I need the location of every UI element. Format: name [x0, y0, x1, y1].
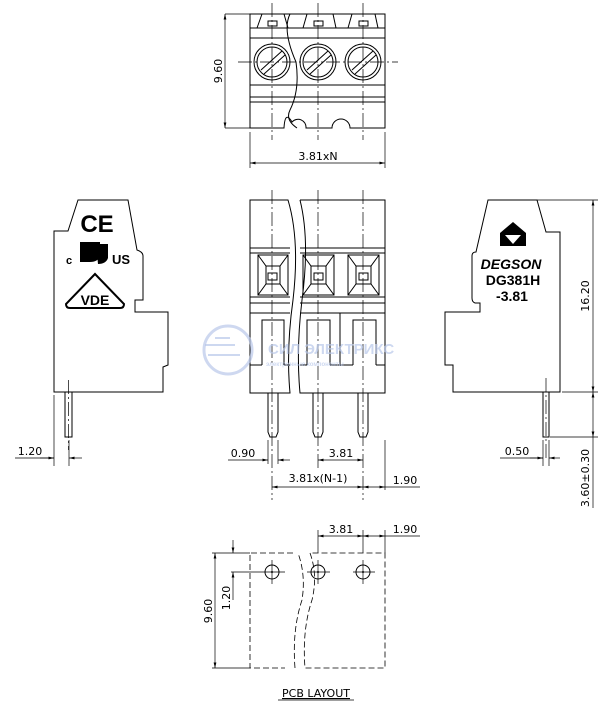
degson-logo-icon	[500, 222, 526, 246]
watermark-name: СИЛ ЭЛЕКТРИКС	[268, 341, 394, 358]
right-side-view: DEGSON DG381H -3.81 16.20 3.60±0.30 0.50	[444, 199, 598, 508]
front-view: 0.90 3.81 3.81x(N-1) 1.90	[228, 190, 420, 500]
pin-length-dim: 3.60±0.30	[579, 449, 592, 507]
svg-text:c: c	[66, 255, 72, 267]
pcb-pitch-dim: 3.81	[329, 523, 354, 536]
model-label: DG381H	[486, 272, 540, 288]
pin-width-dim: 0.90	[231, 447, 256, 460]
clamp-squares	[257, 254, 380, 296]
pin-thickness-dim: 0.50	[505, 445, 530, 458]
pcb-layout-title: PCB LAYOUT	[282, 687, 350, 700]
top-width-dim: 3.81xN	[298, 150, 337, 163]
brand-label: DEGSON	[481, 256, 543, 272]
pcb-height-dim: 9.60	[202, 599, 215, 624]
ul-logo: c US	[66, 242, 130, 267]
left-side-view: 1.20 CE c US VDE	[15, 199, 169, 466]
top-height-dim: 9.60	[212, 59, 225, 84]
pitch-dim: 3.81	[329, 447, 354, 460]
svg-text:VDE: VDE	[81, 292, 110, 308]
pcb-layout: 9.60 1.20 3.81 1.90 PCB LAYOUT	[202, 523, 420, 701]
watermark-tagline: электронные компоненты	[266, 362, 344, 368]
pcb-edge-dim: 1.90	[393, 523, 418, 536]
pcb-hole-offset-dim: 1.20	[220, 586, 233, 611]
svg-text:US: US	[112, 252, 130, 267]
ce-logo: CE	[80, 211, 113, 238]
span-dim: 3.81x(N-1)	[289, 472, 348, 485]
vde-logo: VDE	[64, 272, 126, 309]
top-view: 9.60 3.81xN	[212, 3, 398, 168]
edge-dim: 1.90	[393, 474, 418, 487]
height-dim: 16.20	[579, 280, 592, 312]
pitch-label: -3.81	[496, 288, 528, 304]
pin-offset-dim: 1.20	[18, 445, 43, 458]
watermark: СИЛ ЭЛЕКТРИКС электронные компоненты	[202, 324, 394, 376]
